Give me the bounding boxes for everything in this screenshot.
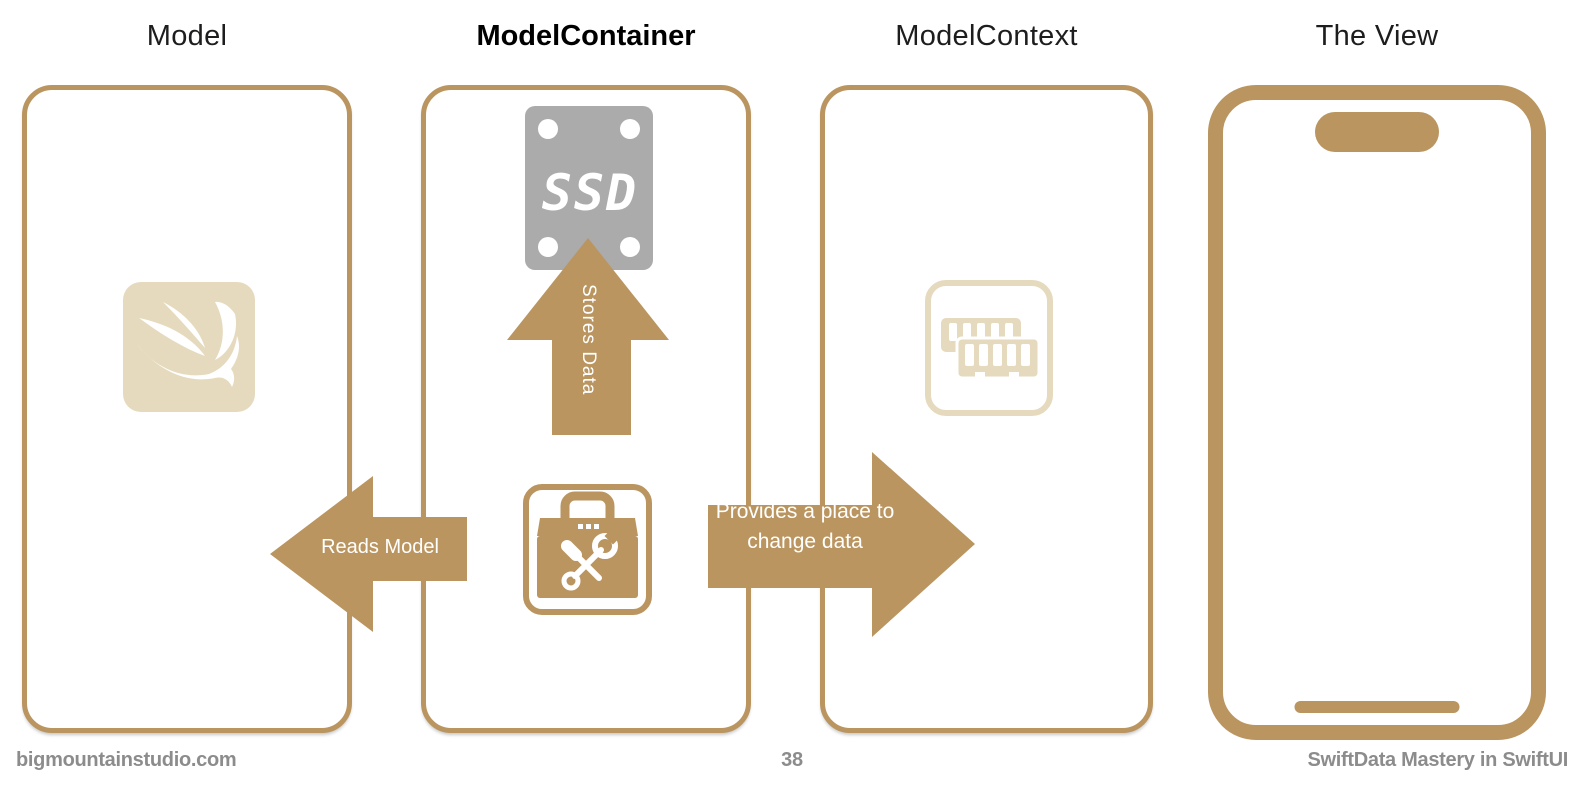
reads-model-arrow-label: Reads Model	[321, 536, 439, 558]
home-indicator	[1294, 701, 1460, 713]
ram-memory-icon	[925, 280, 1053, 416]
iphone-frame	[1208, 85, 1546, 740]
column-title-model-container: ModelContainer	[476, 20, 696, 52]
stores-data-arrow-text: Stores Data	[578, 284, 599, 396]
model-context-box	[820, 85, 1153, 733]
toolbox-icon	[523, 484, 652, 615]
column-title-model-context: ModelContext	[895, 20, 1078, 52]
page-number: 38	[781, 749, 803, 771]
provides-place-arrow-label: Provides a place to change data	[710, 497, 900, 557]
footer-book-title: SwiftData Mastery in SwiftUI	[1307, 749, 1568, 771]
ssd-label: SSD	[542, 164, 638, 222]
swift-logo-icon	[123, 282, 255, 412]
column-title-the-view: The View	[1315, 20, 1439, 52]
reads-model-arrow	[270, 476, 467, 632]
dynamic-island	[1315, 112, 1439, 152]
ssd-drive-icon: SSD	[525, 106, 653, 270]
provides-place-arrow	[708, 452, 975, 637]
stores-data-arrow	[507, 238, 669, 435]
provides-place-line2: change data	[747, 530, 863, 553]
column-title-model: Model	[146, 20, 228, 52]
footer-website: bigmountainstudio.com	[16, 749, 237, 771]
provides-place-line1: Provides a place to	[715, 500, 895, 523]
stores-data-arrow-label: Stores Data	[507, 252, 669, 428]
